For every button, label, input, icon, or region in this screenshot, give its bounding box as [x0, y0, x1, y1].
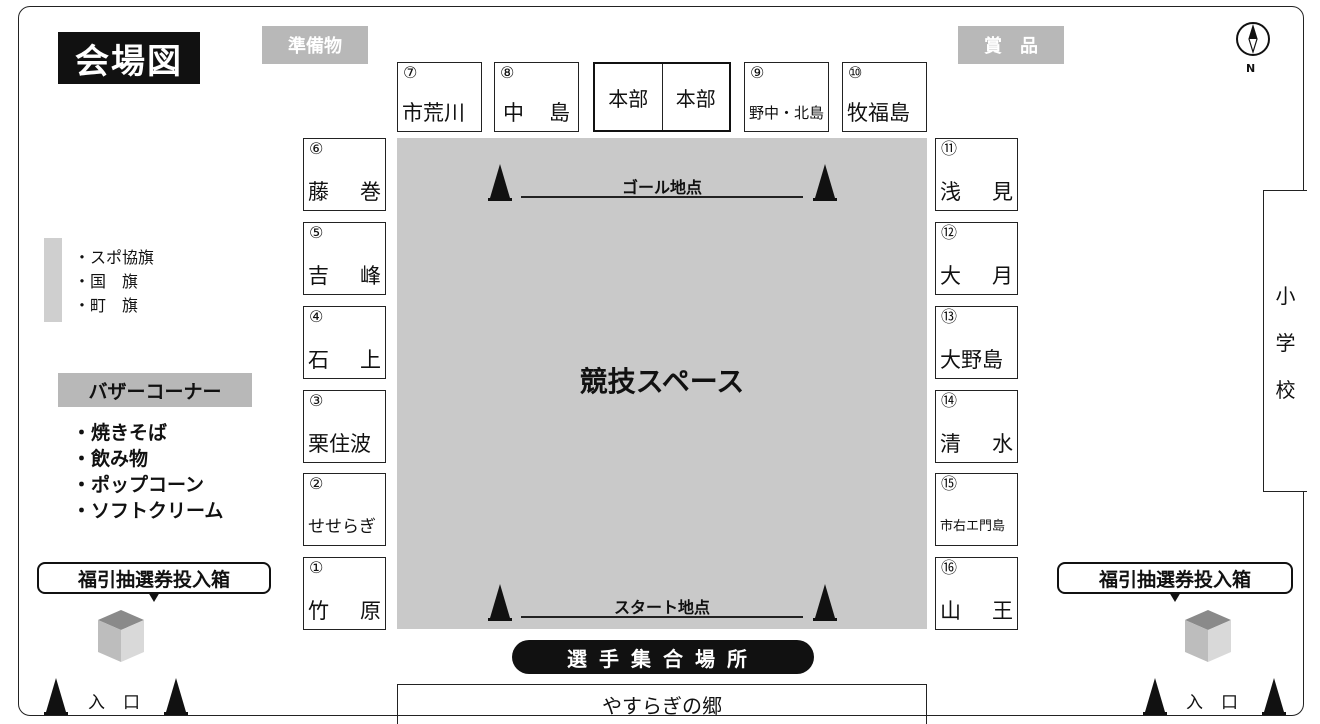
entrance-label: 入口 [88, 693, 158, 713]
page-title: 会場図 [58, 32, 200, 84]
headquarters-label: 本部 [595, 64, 663, 130]
cone-icon [813, 584, 837, 621]
cone-icon [488, 584, 512, 621]
team-number: ② [309, 474, 324, 493]
team-number: ⑪ [941, 139, 958, 158]
team-name: 中島 [503, 101, 570, 125]
compass-north-label: N [1246, 62, 1256, 75]
school-char: 学 [1275, 330, 1296, 355]
elementary-school: 小 学 校 [1263, 190, 1307, 492]
arena-label: 競技スペース [579, 365, 745, 398]
team-number: ⑫ [941, 223, 958, 242]
team-name: 野中・北島 [749, 104, 825, 122]
cone-icon [813, 164, 837, 201]
team-number: ⑥ [309, 139, 324, 158]
team-box-16: ⑯ 山王 [935, 557, 1018, 630]
lottery-box-label: 福引抽選券投入箱 [37, 562, 271, 602]
box-icon [1183, 608, 1233, 668]
yasuragi-building: やすらぎの郷 [397, 684, 927, 724]
headquarters-box: 本部 本部 [593, 62, 731, 132]
goal-line [521, 196, 803, 198]
team-box-11: ⑪ 浅見 [935, 138, 1018, 211]
team-box-6: ⑥ 藤巻 [303, 138, 386, 211]
team-box-3: ③ 栗住波 [303, 390, 386, 463]
team-name: 大月 [940, 264, 1013, 288]
food-item: ・ポップコーン [72, 474, 205, 496]
team-name: 山王 [940, 599, 1013, 623]
team-number: ④ [309, 307, 324, 326]
team-box-15: ⑮ 市右エ門島 [935, 473, 1018, 546]
team-name: 吉峰 [308, 264, 381, 288]
team-name: 竹原 [308, 599, 381, 623]
school-char: 校 [1275, 377, 1296, 402]
cone-icon [1143, 678, 1167, 715]
team-name: 浅見 [940, 180, 1013, 204]
legend-item: ・町 旗 [74, 296, 139, 315]
food-item: ・焼きそば [72, 422, 168, 444]
school-char: 小 [1275, 283, 1296, 308]
team-name: 清水 [940, 432, 1013, 456]
team-number: ⑭ [941, 391, 958, 410]
cone-icon [1262, 678, 1286, 715]
player-gathering-area: 選手集合場所 [512, 640, 814, 674]
prize-label: 賞 品 [958, 26, 1064, 64]
cone-icon [164, 678, 188, 715]
team-box-12: ⑫ 大月 [935, 222, 1018, 295]
team-name: 牧福島 [847, 101, 910, 125]
team-number: ⑩ [848, 63, 863, 82]
team-box-14: ⑭ 清水 [935, 390, 1018, 463]
team-box-9: ⑨ 野中・北島 [744, 62, 829, 132]
competition-space: ゴール地点 競技スペース スタート地点 [397, 138, 927, 629]
food-item: ・ソフトクリーム [72, 500, 224, 522]
team-name: 大野島 [940, 348, 1003, 372]
team-name: 市右エ門島 [940, 519, 1006, 534]
team-box-10: ⑩ 牧福島 [842, 62, 927, 132]
legend-item: ・スポ協旗 [74, 248, 155, 267]
legend-item: ・国 旗 [74, 272, 139, 291]
start-label: スタート地点 [613, 598, 710, 617]
team-number: ⑬ [941, 307, 958, 326]
food-item: ・飲み物 [72, 448, 149, 470]
team-number: ⑤ [309, 223, 324, 242]
team-name: 栗住波 [308, 432, 371, 456]
team-box-4: ④ 石上 [303, 306, 386, 379]
team-box-1: ① 竹原 [303, 557, 386, 630]
team-box-13: ⑬ 大野島 [935, 306, 1018, 379]
team-number: ⑧ [500, 63, 515, 82]
team-number: ⑮ [941, 474, 958, 493]
team-box-7: ⑦ 市荒川 [397, 62, 482, 132]
box-icon [96, 608, 146, 668]
team-number: ⑦ [403, 63, 418, 82]
cone-icon [488, 164, 512, 201]
team-box-5: ⑤ 吉峰 [303, 222, 386, 295]
team-number: ③ [309, 391, 324, 410]
team-number: ① [309, 558, 324, 577]
start-line [521, 616, 803, 618]
team-number: ⑯ [941, 558, 958, 577]
bazaar-label: バザーコーナー [58, 373, 252, 407]
compass-icon [1236, 22, 1270, 56]
team-box-2: ② せせらぎ [303, 473, 386, 546]
team-box-8: ⑧ 中島 [494, 62, 579, 132]
preparation-label: 準備物 [262, 26, 368, 64]
team-name: 藤巻 [308, 180, 381, 204]
entrance-label: 入口 [1186, 693, 1256, 713]
legend-marker [44, 238, 62, 322]
team-name: 石上 [308, 348, 381, 372]
team-name: せせらぎ [308, 517, 376, 537]
goal-label: ゴール地点 [621, 178, 702, 197]
team-number: ⑨ [750, 63, 765, 82]
team-name: 市荒川 [402, 101, 465, 125]
cone-icon [44, 678, 68, 715]
headquarters-label: 本部 [675, 86, 716, 111]
lottery-box-label: 福引抽選券投入箱 [1057, 562, 1293, 602]
